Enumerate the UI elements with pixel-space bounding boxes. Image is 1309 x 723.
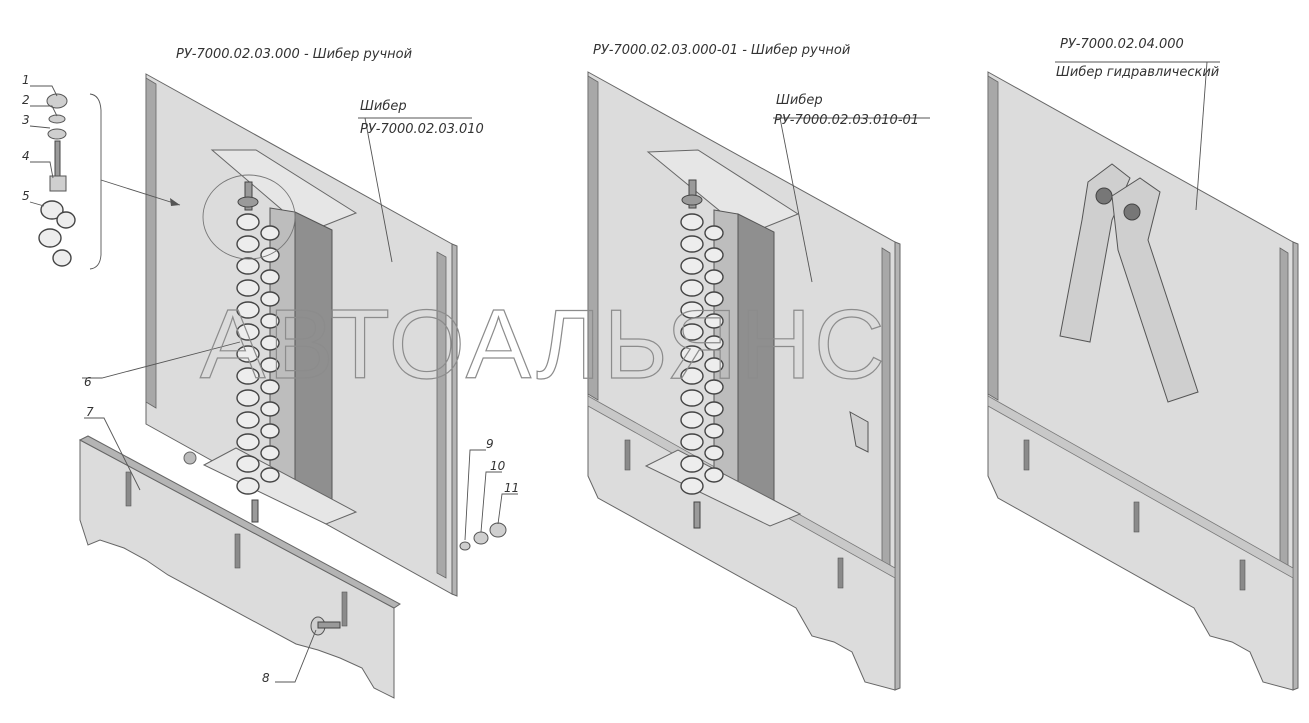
- part-number-1: 1: [22, 73, 30, 87]
- gate-plate-3-rail-left: [987, 75, 999, 401]
- bolt-2: [688, 179, 697, 209]
- chain-1: [236, 213, 280, 495]
- callout-gate2-name: Шибер: [776, 93, 823, 108]
- part-number-4: 4: [22, 149, 30, 163]
- gate-3-slot-a: [1023, 439, 1030, 471]
- gate-plate-1-rail-left: [145, 77, 157, 409]
- gate-plate-1-rail-right: [436, 251, 447, 579]
- part-number-8: 8: [262, 671, 270, 685]
- part-5-link-b: [56, 211, 76, 229]
- gate-3-slot-b: [1133, 501, 1140, 533]
- part-4-shank: [54, 140, 61, 180]
- part-10: [473, 531, 489, 545]
- title-manual-01: РУ-7000.02.03.000-01 - Шибер ручной: [593, 43, 850, 58]
- part-5-link-c: [38, 228, 62, 248]
- bracket-top-1: [210, 149, 358, 233]
- callout-gate1-code: РУ-7000.02.03.010: [360, 122, 484, 137]
- lower-strip-1-edge: [78, 435, 401, 609]
- fastener-stack: [38, 93, 181, 270]
- gate-plate-2-rail-left: [587, 75, 599, 401]
- gate-3-slot-c: [1239, 559, 1246, 591]
- part-number-2: 2: [22, 93, 30, 107]
- part-11: [489, 522, 507, 538]
- chain-2: [680, 213, 724, 495]
- gate-plate-2-edge: [894, 241, 901, 691]
- callout-gate1-name: Шибер: [360, 99, 407, 114]
- detail-circle: [202, 174, 296, 260]
- group-brace: [89, 93, 102, 270]
- part-number-6: 6: [84, 375, 92, 389]
- bracket-top-2: [646, 149, 800, 235]
- assembly-manual: [78, 73, 507, 699]
- part-1: [46, 93, 68, 109]
- gate-2-slot-b: [837, 557, 844, 589]
- bolt-bottom-1: [251, 499, 259, 523]
- part-number-7: 7: [86, 405, 94, 419]
- strip-1-slot-b: [234, 533, 241, 569]
- part-number-5: 5: [22, 189, 30, 203]
- lug-left: [1059, 163, 1131, 343]
- title-hydraulic-name: Шибер гидравлический: [1056, 65, 1219, 80]
- leader-lines: [29, 61, 1220, 683]
- part-number-9: 9: [486, 437, 494, 451]
- brace-arrow: [100, 179, 181, 206]
- nut-2: [681, 194, 703, 206]
- part-number-10: 10: [490, 459, 506, 473]
- lug-right-hole: [1123, 203, 1141, 221]
- bolt-bottom-2: [693, 501, 701, 529]
- part-2: [48, 114, 66, 124]
- part-5-link-a: [40, 200, 64, 220]
- lug-left-hole: [1095, 187, 1113, 205]
- callout-gate2-code: РУ-7000.02.03.010-01: [774, 113, 919, 128]
- gate-plate-1-hole: [183, 451, 197, 465]
- lug-right: [1111, 177, 1199, 403]
- handle-2: [849, 411, 869, 453]
- nut-1: [237, 196, 259, 208]
- part-5-link-d: [52, 249, 72, 267]
- title-hydraulic-code: РУ-7000.02.04.000: [1060, 37, 1184, 52]
- part-number-11: 11: [504, 481, 519, 495]
- bolt-1: [244, 181, 253, 211]
- gate-plate-3: [987, 71, 1294, 691]
- gate-2-slot-a: [624, 439, 631, 471]
- brace-arrowhead: [170, 198, 180, 206]
- part-8-shank: [317, 621, 341, 629]
- strip-1-slot-c: [341, 591, 348, 627]
- part-9: [459, 541, 471, 551]
- assembly-hydraulic: [987, 71, 1299, 691]
- part-number-3: 3: [22, 113, 30, 127]
- gate-plate-3-lower-band: [987, 395, 1294, 579]
- gate-plate-3-rail-right: [1279, 247, 1289, 571]
- strip-1-slot-a: [125, 471, 132, 507]
- gate-plate-3-edge: [1292, 241, 1299, 691]
- gate-plate-1-edge: [451, 243, 458, 597]
- part-4-head: [49, 175, 67, 192]
- watermark: АВТОАЛЬЯНС: [200, 289, 888, 399]
- part-3: [47, 128, 67, 140]
- title-manual: РУ-7000.02.03.000 - Шибер ручной: [176, 47, 412, 62]
- assembly-manual-01: [587, 71, 901, 691]
